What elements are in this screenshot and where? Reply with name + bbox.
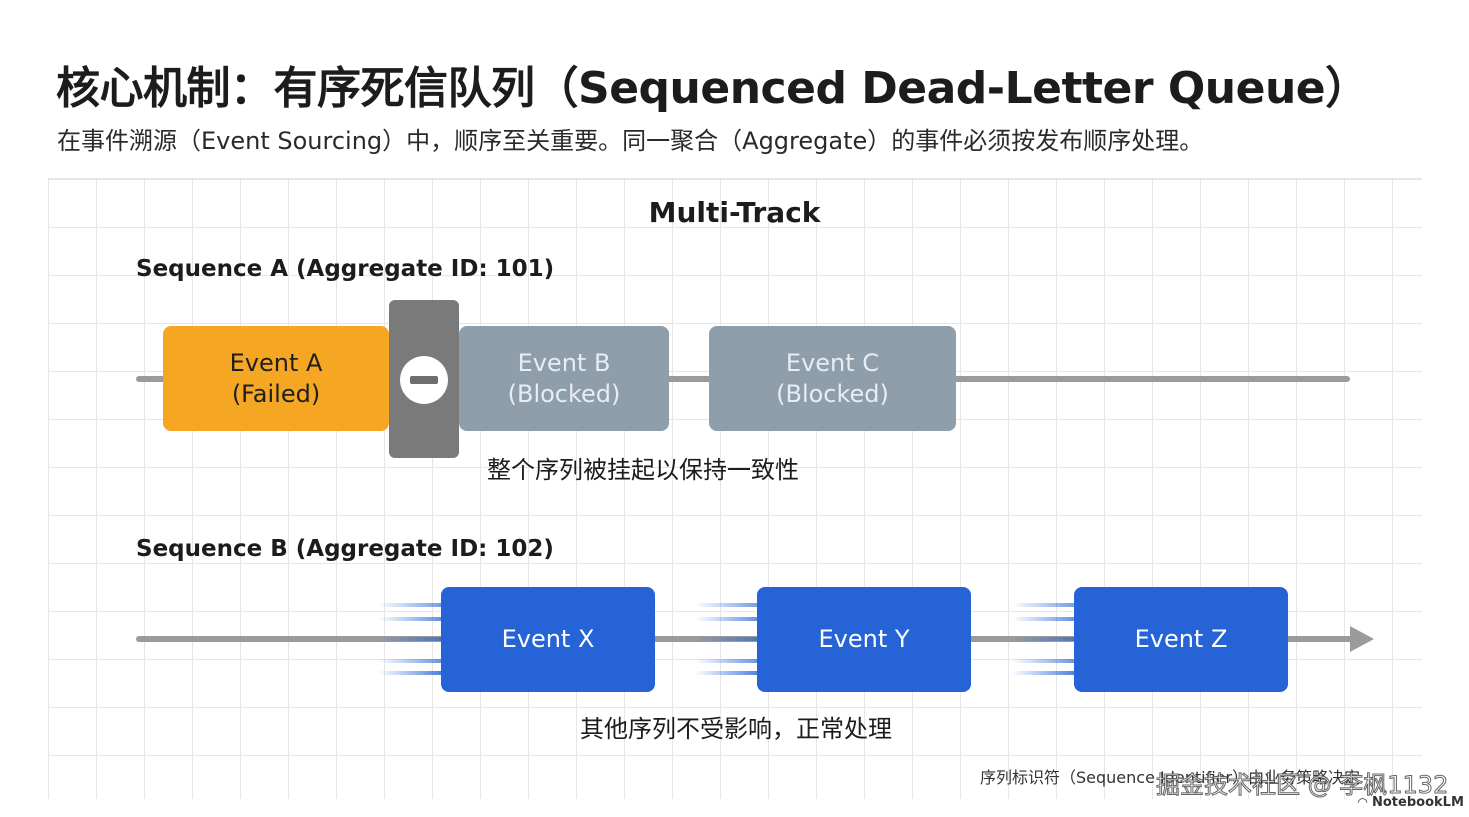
brand-mark: ◠ NotebookLM (1358, 795, 1464, 810)
diagram-panel (48, 178, 1422, 799)
notebooklm-logo-icon: ◠ (1358, 795, 1368, 809)
watermark: 掘金技术社区 @ 李枫1132 (1155, 771, 1449, 800)
page-title: 核心机制：有序死信队列（Sequenced Dead-Letter Queue） (56, 63, 1369, 114)
stop-icon (400, 356, 448, 404)
arrow-right-icon (1350, 626, 1374, 652)
event-a-label: Event A (Failed) (229, 348, 323, 408)
page-subtitle: 在事件溯源（Event Sourcing）中，顺序至关重要。同一聚合（Aggre… (57, 127, 1204, 155)
event-y-box: Event Y (757, 587, 971, 692)
event-z-box: Event Z (1074, 587, 1288, 692)
event-x-label: Event X (501, 625, 595, 653)
sequence-b-label: Sequence B (Aggregate ID: 102) (136, 536, 554, 562)
event-c-box: Event C (Blocked) (709, 326, 956, 431)
event-z-label: Event Z (1134, 625, 1228, 653)
sequence-a-caption: 整个序列被挂起以保持一致性 (487, 456, 799, 484)
event-c-label: Event C (Blocked) (776, 348, 889, 408)
event-b-box: Event B (Blocked) (459, 326, 669, 431)
sequence-b-caption: 其他序列不受影响，正常处理 (580, 715, 892, 743)
sequence-a-label: Sequence A (Aggregate ID: 101) (136, 256, 555, 282)
diagram-title: Multi-Track (648, 196, 821, 229)
brand-label: NotebookLM (1372, 795, 1464, 810)
event-b-label: Event B (Blocked) (507, 348, 621, 408)
event-y-label: Event Y (818, 625, 910, 653)
event-x-box: Event X (441, 587, 655, 692)
footnote: 序列标识符（Sequence Identifier）由业务策略决定 (980, 768, 1361, 787)
event-a-box: Event A (Failed) (163, 326, 389, 431)
